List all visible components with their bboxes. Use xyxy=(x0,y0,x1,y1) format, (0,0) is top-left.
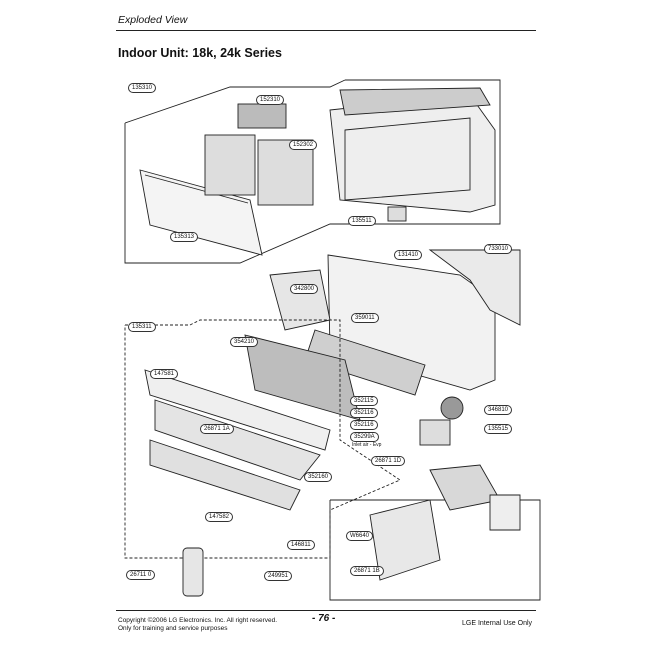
header-rule xyxy=(116,30,536,31)
callout-11: 354210 xyxy=(230,337,259,347)
callout-1: 135310 xyxy=(128,83,157,93)
callout-19: 135515 xyxy=(484,424,513,434)
callout-10: 135311 xyxy=(128,322,156,332)
callout-21: 26871 1D xyxy=(371,456,406,466)
callout-12: 147581 xyxy=(150,369,179,379)
callout-18: 346810 xyxy=(484,405,513,415)
page-number: - 76 - xyxy=(312,613,336,624)
callout-4: 135511 xyxy=(348,216,376,226)
callout-24: W6640 xyxy=(346,531,374,541)
callout-22: 147582 xyxy=(205,512,234,522)
callout-15: 352116 xyxy=(350,408,378,418)
callout-14: 352115 xyxy=(350,396,378,406)
copyright: Copyright ©2006 LG Electronics. Inc. All… xyxy=(118,617,277,633)
internal-use-note: LGE Internal Use Only xyxy=(462,620,533,627)
callout-17: 35299A xyxy=(350,432,379,442)
callout-20: 352160 xyxy=(304,472,333,482)
page-title: Indoor Unit: 18k, 24k Series xyxy=(118,46,282,60)
callout-16: 352116 xyxy=(350,420,378,430)
callout-25: 26871 1B xyxy=(350,566,384,576)
section-header: Exploded View xyxy=(118,14,188,26)
copyright-line-2: Only for training and service purposes xyxy=(118,625,228,632)
callout-27: 26711 0 xyxy=(126,570,156,580)
callout-26: 249951 xyxy=(264,571,293,581)
callout-13: 26871 1A xyxy=(200,424,234,434)
callout-7: 131410 xyxy=(394,250,423,260)
callout-9: 359011 xyxy=(351,313,379,323)
callout-5: 135313 xyxy=(170,232,199,242)
callout-2: 152310 xyxy=(256,95,285,105)
callout-6: 733010 xyxy=(484,244,513,254)
footer-rule xyxy=(116,610,536,611)
callout-note: Inlet air - Evp xyxy=(352,442,382,448)
callout-8: 342800 xyxy=(290,284,319,294)
copyright-line-1: Copyright ©2006 LG Electronics. Inc. All… xyxy=(118,617,278,624)
callout-3: 152302 xyxy=(289,140,318,150)
callout-23: 146811 xyxy=(287,540,315,550)
